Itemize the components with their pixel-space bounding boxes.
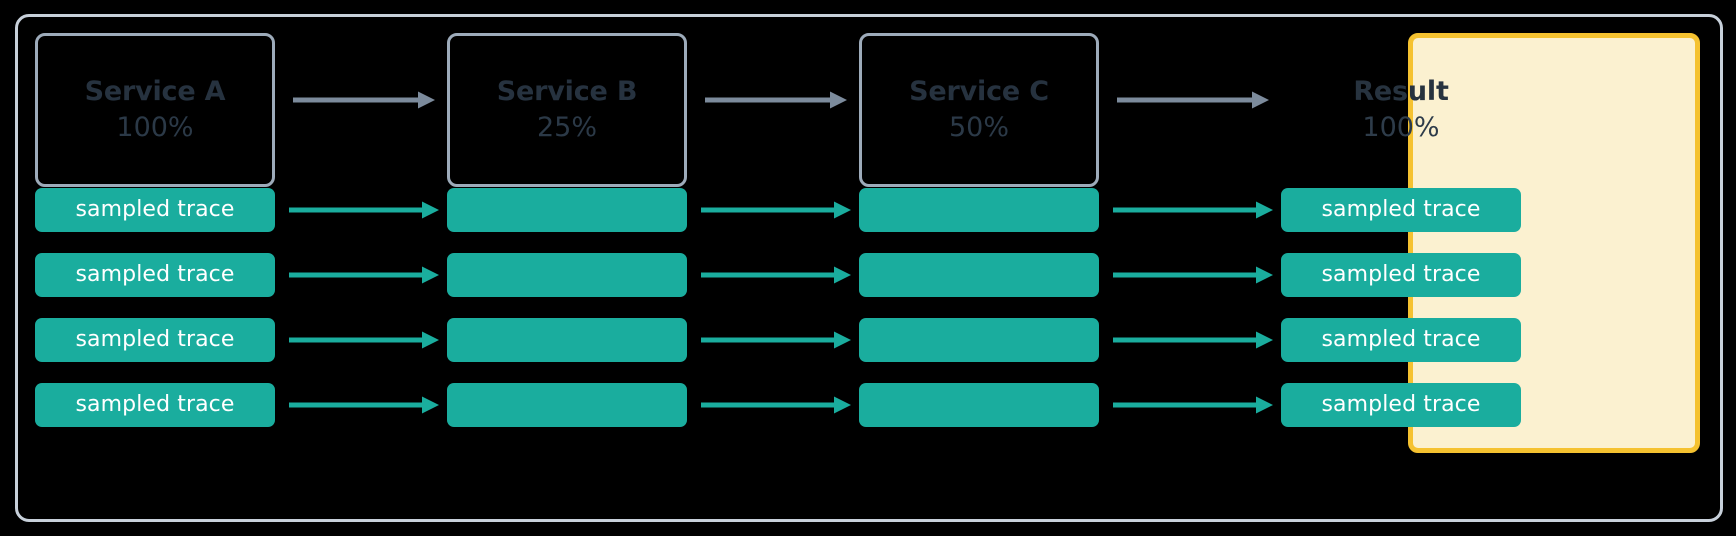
trace-bar[interactable]: sampled trace [35,318,275,362]
trace-bar[interactable] [447,383,687,427]
trace-bar[interactable]: sampled trace [35,253,275,297]
node-percent: 25% [536,112,597,144]
trace-arrow-row1-2 [701,201,851,219]
trace-arrow-row4-2 [701,396,851,414]
trace-arrow-row4-1 [289,396,439,414]
node-title: Result [1353,75,1449,107]
trace-bar[interactable] [447,253,687,297]
service-arrow-2 [705,91,847,109]
node-box-service-a[interactable]: Service A 100% [35,33,275,187]
service-arrow-1 [293,91,435,109]
trace-bar-label: sampled trace [1321,262,1481,287]
trace-bar[interactable] [859,383,1099,427]
trace-arrow-row4-3 [1113,396,1273,414]
trace-bar[interactable]: sampled trace [35,383,275,427]
trace-bar[interactable] [859,318,1099,362]
trace-bar-label: sampled trace [75,197,235,222]
trace-bar-label: sampled trace [1321,197,1481,222]
trace-bar[interactable]: sampled trace [1281,188,1521,232]
service-arrow-3 [1117,91,1269,109]
trace-bar[interactable]: sampled trace [1281,318,1521,362]
outer-frame [15,14,1723,522]
trace-arrow-row2-1 [289,266,439,284]
node-box-service-c[interactable]: Service C 50% [859,33,1099,187]
node-box-result[interactable]: Result 100% [1281,40,1521,180]
node-title: Service A [84,75,226,107]
node-percent: 100% [116,112,194,144]
trace-bar[interactable] [447,188,687,232]
node-percent: 100% [1362,112,1440,144]
trace-bar[interactable] [447,318,687,362]
trace-arrow-row2-2 [701,266,851,284]
trace-bar-label: sampled trace [75,327,235,352]
trace-arrow-row3-1 [289,331,439,349]
trace-arrow-row3-3 [1113,331,1273,349]
node-title: Service B [496,75,638,107]
node-box-service-b[interactable]: Service B 25% [447,33,687,187]
trace-arrow-row1-3 [1113,201,1273,219]
trace-bar[interactable]: sampled trace [1281,253,1521,297]
trace-bar[interactable]: sampled trace [35,188,275,232]
node-title: Service C [909,75,1049,107]
node-percent: 50% [948,112,1009,144]
trace-bar-label: sampled trace [75,392,235,417]
trace-arrow-row2-3 [1113,266,1273,284]
trace-bar[interactable]: sampled trace [1281,383,1521,427]
trace-bar[interactable] [859,253,1099,297]
trace-bar-label: sampled trace [1321,392,1481,417]
trace-bar-label: sampled trace [1321,327,1481,352]
trace-bar-label: sampled trace [75,262,235,287]
trace-bar[interactable] [859,188,1099,232]
trace-arrow-row1-1 [289,201,439,219]
trace-arrow-row3-2 [701,331,851,349]
